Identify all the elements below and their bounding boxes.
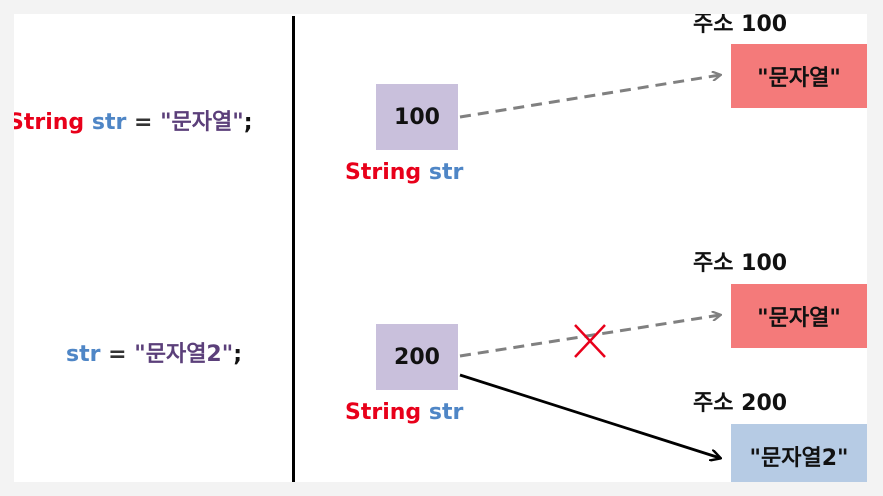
code-line-declare: String str = "문자열";	[14, 112, 253, 134]
variable-label-bottom: String str	[345, 402, 463, 424]
arrows-layer	[459, 14, 867, 482]
dashed-reference-arrow-top	[459, 75, 720, 119]
address-label-new: 주소 200	[693, 391, 788, 416]
string-object-old: "문자열"	[731, 284, 867, 348]
string-object-new: "문자열2"	[731, 424, 867, 482]
solid-reference-arrow-new	[459, 373, 720, 458]
broken-reference-x-icon	[574, 324, 606, 358]
string-literal: "문자열2"	[134, 342, 234, 367]
variable-name: str	[66, 342, 101, 367]
assign-operator: =	[108, 342, 127, 367]
string-object-top: "문자열"	[731, 44, 867, 108]
vertical-divider	[292, 16, 295, 482]
type-keyword: String	[345, 400, 422, 425]
assign-operator: =	[133, 110, 153, 135]
variable-box-bottom: 200	[376, 324, 458, 390]
semicolon: ;	[233, 342, 243, 367]
type-keyword: String	[345, 160, 422, 185]
address-label-old: 주소 100	[693, 251, 788, 276]
code-line-reassign: str = "문자열2";	[66, 344, 242, 366]
string-literal: "문자열"	[160, 110, 244, 135]
variable-name: str	[428, 400, 464, 425]
variable-box-top: 100	[376, 84, 458, 150]
type-keyword: String	[14, 110, 85, 135]
variable-name: str	[428, 160, 464, 185]
dashed-reference-arrow-old	[459, 315, 720, 358]
semicolon: ;	[243, 110, 253, 135]
diagram-canvas: String str = "문자열"; str = "문자열2"; 주소 100…	[14, 14, 867, 482]
address-label-top: 주소 100	[693, 14, 788, 37]
variable-name: str	[91, 110, 127, 135]
variable-label-top: String str	[345, 162, 463, 184]
